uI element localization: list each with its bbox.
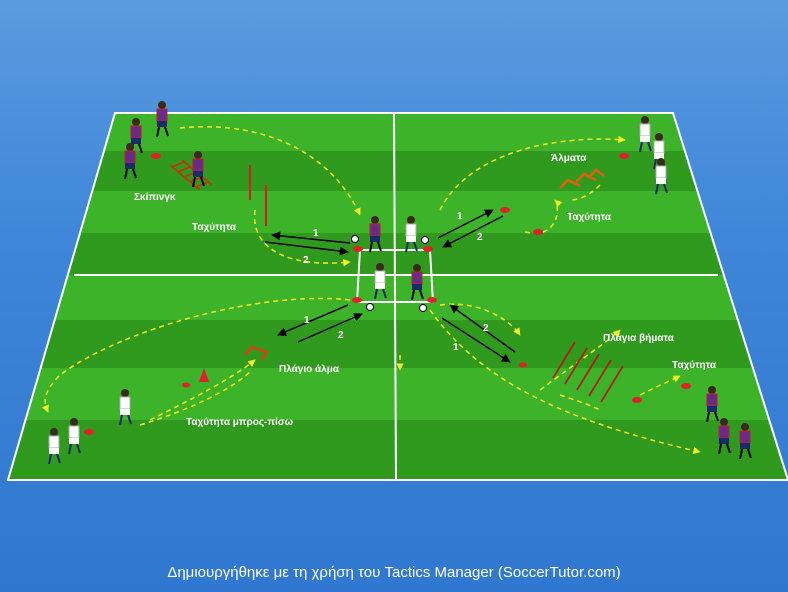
speed-poles	[249, 165, 267, 226]
pass-number-1-br: 1	[453, 342, 459, 353]
pass-arrows	[264, 209, 516, 363]
label-speed-br: Ταχύτητα	[672, 360, 717, 371]
pass-number-1-tl: 1	[313, 228, 319, 239]
hurdles	[559, 168, 605, 189]
side-step-sticks	[552, 341, 624, 403]
label-speed-tr: Ταχύτητα	[567, 212, 612, 223]
label-side-jump: Πλάγιο άλμα	[279, 364, 340, 375]
players-white	[48, 116, 668, 465]
pitch-outline	[6, 112, 788, 481]
label-speed-tl: Ταχύτητα	[192, 222, 237, 233]
pass-number-1-tr: 1	[457, 211, 463, 222]
pass-number-2-tl: 2	[303, 255, 309, 266]
label-jumps: Άλματα	[551, 153, 587, 164]
vertical-divider	[393, 112, 397, 481]
pass-number-1-bl: 1	[304, 315, 310, 326]
players-purple	[124, 101, 752, 460]
credit-footer: Δημιουργήθηκε με τη χρήση του Tactics Ma…	[167, 564, 621, 581]
pass-number-2-bl: 2	[338, 330, 344, 341]
cones	[84, 153, 691, 435]
pass-number-2-br: 2	[483, 323, 489, 334]
label-speed-back-forth: Ταχύτητα μπρος-πίσω	[186, 417, 294, 428]
label-skipping: Σκίπινγκ	[134, 192, 176, 203]
running-paths	[41, 126, 701, 455]
balls	[351, 235, 429, 312]
pass-number-2-tr: 2	[477, 232, 483, 243]
label-side-steps: Πλάγια βήματα	[603, 333, 675, 344]
side-jump-hurdle	[244, 345, 268, 361]
